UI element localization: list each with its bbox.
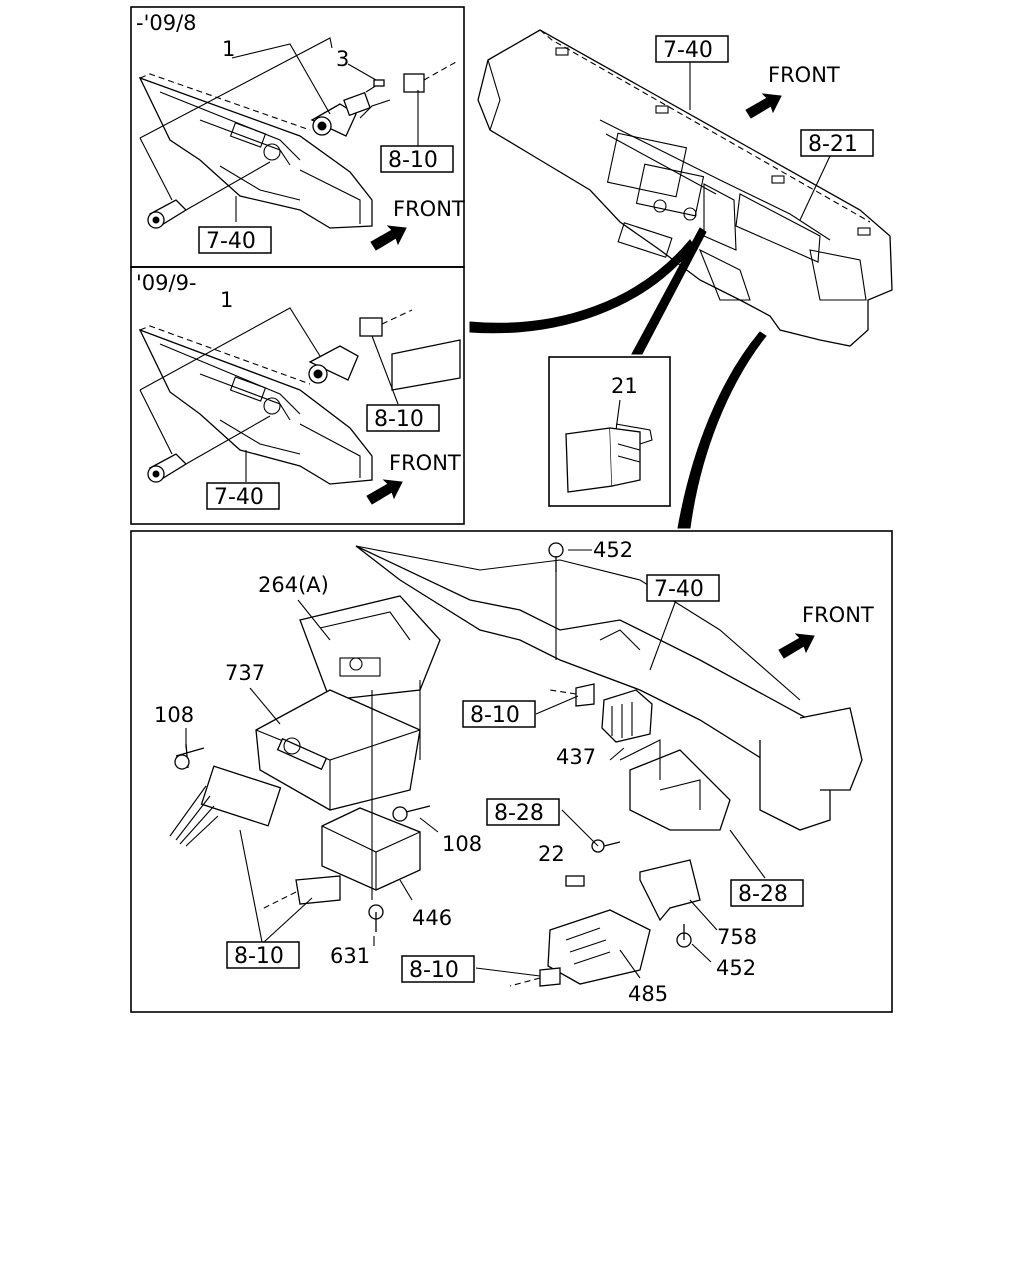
main-callout-446: 446 <box>412 906 452 930</box>
main-bracket-828 <box>565 739 731 922</box>
panel-late-frame <box>130 266 465 525</box>
main-part-22 <box>565 875 585 887</box>
main-callout-108-left: 108 <box>154 703 194 727</box>
panel-late-knob <box>147 415 271 483</box>
panel-early-knob <box>147 161 271 229</box>
panel-early-ref-810-box <box>380 145 454 173</box>
main-harness <box>169 765 341 911</box>
main-screws <box>174 542 692 948</box>
dashboard-ref-821-box <box>800 129 874 157</box>
main-callout-452-top: 452 <box>593 538 633 562</box>
panel-late-period: '09/9- <box>136 271 197 295</box>
panel-late-front-arrow-icon <box>366 479 403 505</box>
panel-late-ref-740: 7-40 <box>214 485 264 510</box>
main-callout-758: 758 <box>717 925 757 949</box>
dashboard-ref-821: 8-21 <box>808 132 858 157</box>
main-ref-810-mid-box <box>462 700 536 728</box>
main-callout-737: 737 <box>225 661 265 685</box>
main-crossbeam <box>355 545 863 831</box>
main-ref-828-right-box <box>730 879 804 907</box>
main-frame <box>130 530 893 1013</box>
wedge-to-main <box>677 331 767 529</box>
dashboard-front-arrow-icon <box>745 93 782 119</box>
main-front-label: FRONT <box>802 603 874 627</box>
main-ecu-737 <box>255 689 421 811</box>
panel-early-switch <box>310 61 457 137</box>
panel-early-ref-740: 7-40 <box>206 229 256 254</box>
main-callout-108-right: 108 <box>442 832 482 856</box>
panel-late-trim <box>138 325 373 485</box>
detail-callout-21: 21 <box>611 374 638 398</box>
main-ref-810-bottom-box <box>401 955 475 983</box>
panel-early-connector <box>403 73 425 93</box>
main-ref-828-right: 8-28 <box>738 882 788 907</box>
main-relay-437 <box>549 683 653 743</box>
main-callout-22: 22 <box>538 842 565 866</box>
panel-early-ref-740-box <box>198 226 272 254</box>
panel-early-callout-1: 1 <box>222 37 235 61</box>
main-ref-740: 7-40 <box>654 577 704 602</box>
detail-frame <box>548 356 671 507</box>
main-fusebox-485 <box>509 909 651 987</box>
dashboard-front-label: FRONT <box>768 63 840 87</box>
main-callout-452-bottom: 452 <box>716 956 756 980</box>
panel-early-period: -'09/8 <box>136 11 197 35</box>
panel-late-ref-740-box <box>206 482 280 510</box>
panel-late-front-label: FRONT <box>389 451 461 475</box>
panel-early-front-arrow-icon <box>370 225 407 251</box>
panel-early: -'09/8 <box>130 6 465 268</box>
panel-early-ref-810: 8-10 <box>388 148 438 173</box>
panel-late: '09/9- 1 <box>130 266 465 525</box>
main-front-arrow-icon <box>778 633 815 659</box>
panel-late-label-plate <box>391 339 461 391</box>
wedge-to-detail <box>631 227 707 355</box>
main-ref-810-left: 8-10 <box>234 944 284 969</box>
main-ref-810-bottom: 8-10 <box>409 958 459 983</box>
dashboard-ref-740-box <box>655 35 729 63</box>
main-ref-810-mid: 8-10 <box>470 703 520 728</box>
main-bracket-264a <box>299 595 441 760</box>
panel-late-connector <box>359 317 383 337</box>
panel-early-callout-3: 3 <box>336 47 349 71</box>
dashboard-assembly <box>477 29 893 347</box>
detail-switch-21: 21 <box>548 356 671 507</box>
main-ref-740-box <box>646 574 720 602</box>
main-callout-437: 437 <box>556 745 596 769</box>
panel-early-front-label: FRONT <box>393 197 465 221</box>
panel-late-callout-1: 1 <box>220 288 233 312</box>
main-callout-264a: 264(A) <box>258 573 329 597</box>
main-ref-828-left: 8-28 <box>494 801 544 826</box>
main-module-446 <box>321 690 421 900</box>
panel-early-trim <box>138 73 373 229</box>
dashboard-ref-740: 7-40 <box>663 38 713 63</box>
panel-late-switch <box>308 309 461 391</box>
panel-late-ref-810: 8-10 <box>374 407 424 432</box>
main-callout-631: 631 <box>330 944 370 968</box>
main-ref-828-left-box <box>486 798 560 826</box>
panel-late-ref-810-box <box>366 404 440 432</box>
main-ref-810-left-box <box>226 941 300 969</box>
main-callout-485: 485 <box>628 982 668 1006</box>
